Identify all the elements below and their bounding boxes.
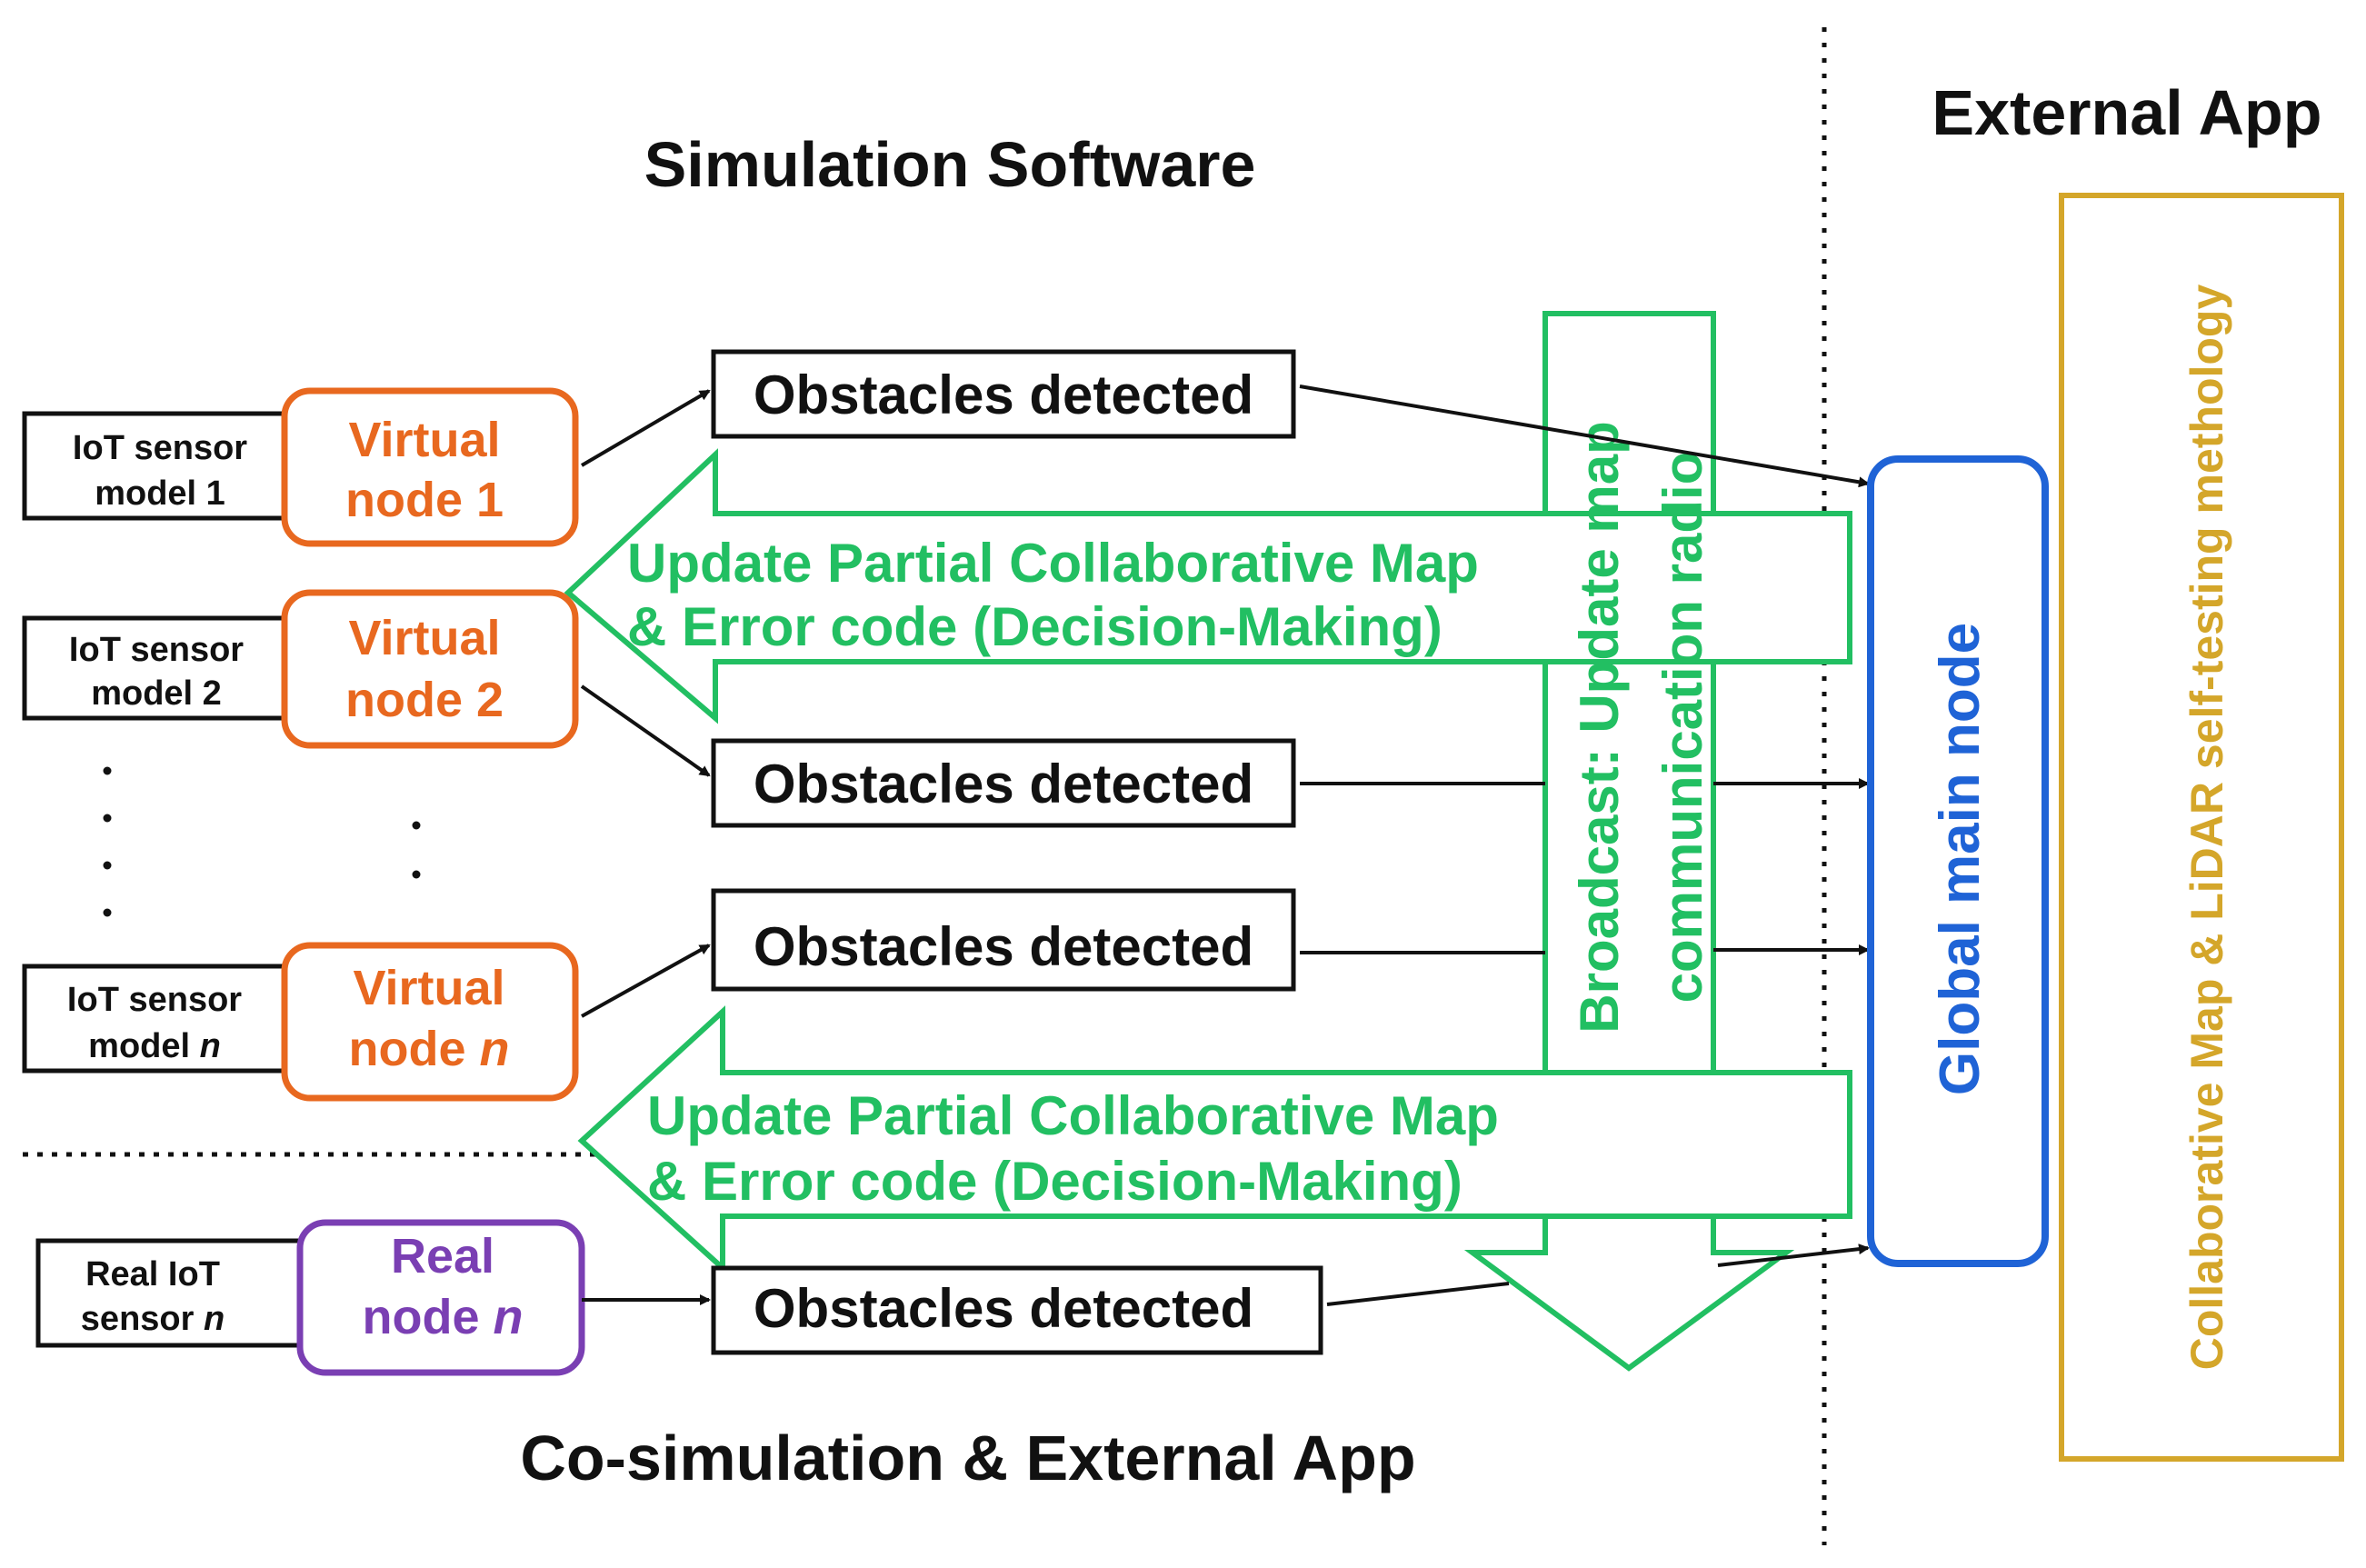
virtual-node-n-italic: n [480,1022,510,1076]
sensor-2-line1: IoT sensor [69,631,244,669]
update-map-arrow-1 [564,448,1852,724]
arrow-obstacles4-global [1717,1243,1870,1267]
obstacles-label-2: Obstacles detected [754,754,1253,814]
global-main-node-label: Global main node [1929,623,1992,1095]
virtual-node-1 [281,387,579,547]
sensor-1-line1: IoT sensor [73,429,247,467]
sensor-1-line2: model 1 [95,474,225,513]
arrow-noden-obstacles [581,944,711,1018]
arrow-obstacles4-segment [1326,1282,1510,1306]
sensor-box-2 [22,615,289,721]
ellipsis-nodes [412,821,421,879]
ellipsis-sensors [103,766,112,917]
sensor-box-n [22,964,289,1074]
obstacles-box-4 [711,1265,1323,1355]
virtual-node-2 [281,589,579,749]
arrow-node1-obstacles [580,389,711,467]
broadcast-label-line2: communication radio [1652,452,1713,1004]
real-node-line2-text: node [363,1290,494,1344]
update-arrow-2-line1: Update Partial Collaborative Map [647,1085,1499,1146]
real-sensor-line2: sensor n [81,1300,225,1338]
virtual-node-n [281,942,579,1102]
obstacles-box-2 [711,738,1296,828]
real-node-line1: Real [391,1229,494,1283]
arrow-obstacles1-global [1299,385,1870,488]
virtual-node-2-line1: Virtual [348,611,500,665]
obstacles-label-3: Obstacles detected [754,916,1253,977]
real-sensor-box [35,1238,303,1348]
real-sensor-italic: n [204,1300,225,1338]
methodology-box [2059,193,2344,1462]
external-app-title: External App [1932,77,2321,148]
real-node-line2: node n [363,1290,524,1344]
real-node-n [296,1219,585,1376]
update-arrow-1-line2: & Error code (Decision-Making) [627,596,1443,657]
obstacles-box-3 [711,888,1296,992]
real-sensor-line1: Real IoT [85,1255,220,1293]
cosimulation-title: Co-simulation & External App [520,1423,1415,1493]
sensor-n-line1: IoT sensor [67,981,242,1019]
obstacles-box-1 [711,349,1296,439]
obstacles-label-1: Obstacles detected [754,365,1253,425]
virtual-node-1-line2: node 1 [345,473,504,527]
virtual-node-2-line2: node 2 [345,673,504,727]
real-sensor-line2-text: sensor [81,1300,204,1338]
update-arrow-2-line2: & Error code (Decision-Making) [647,1151,1463,1212]
virtual-node-1-line1: Virtual [348,413,500,467]
virtual-node-n-line2-text: node [349,1022,480,1076]
methodology-label: Collaborative Map & LiDAR self-testing m… [2181,285,2232,1371]
simulation-software-title: Simulation Software [644,129,1256,200]
global-main-node [1867,455,2049,1267]
virtual-node-n-line1: Virtual [353,961,504,1015]
real-node-italic: n [494,1290,524,1344]
sensor-n-italic: n [200,1027,221,1065]
obstacles-label-4: Obstacles detected [754,1278,1253,1339]
arrow-node2-obstacles [580,684,711,777]
update-arrow-1-line1: Update Partial Collaborative Map [627,533,1479,594]
virtual-node-n-line2: node n [349,1022,510,1076]
broadcast-label-line1: Broadcast: Update map [1569,421,1630,1033]
sensor-n-line2: model n [88,1027,221,1065]
sensor-2-line2: model 2 [91,674,222,713]
sensor-n-line2-text: model [88,1027,199,1065]
update-map-arrow-2 [577,1005,1852,1274]
